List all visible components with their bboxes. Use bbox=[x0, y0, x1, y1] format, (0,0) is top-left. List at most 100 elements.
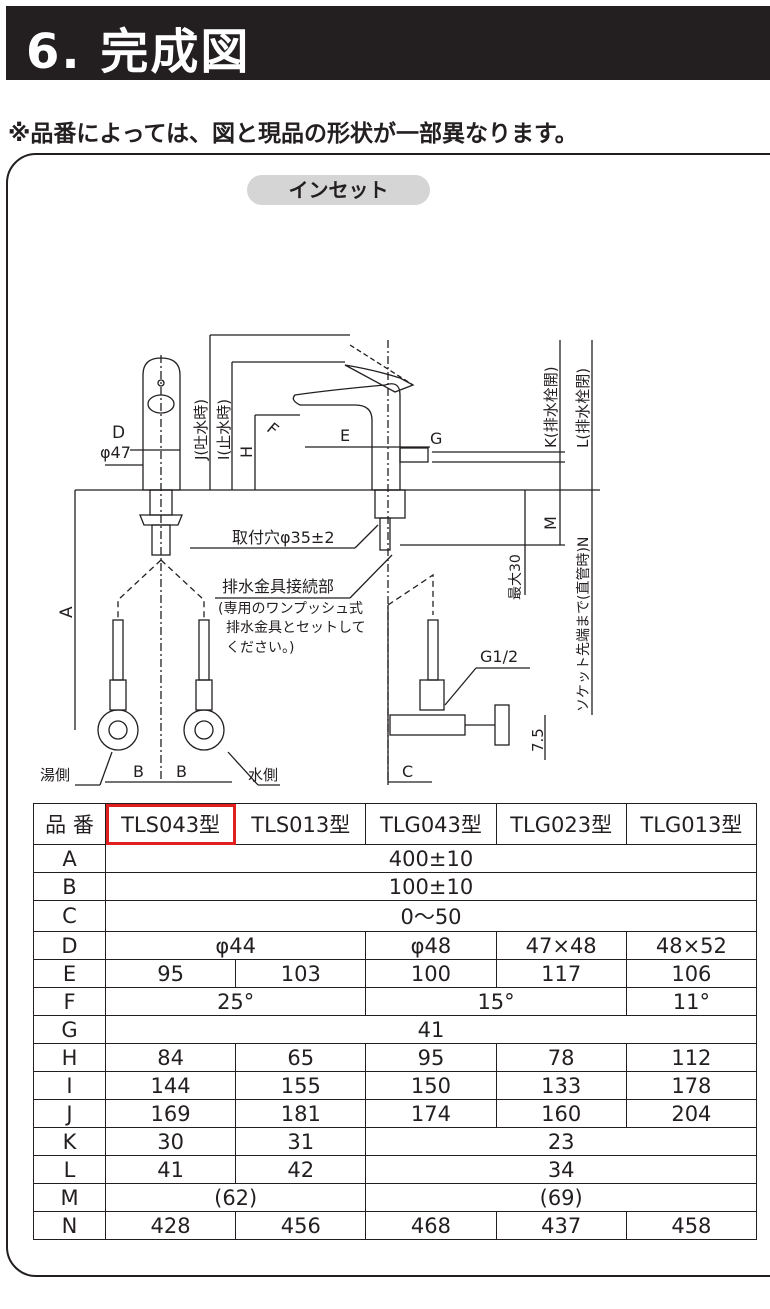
label-k: K(排水栓開) bbox=[542, 366, 560, 448]
label-cold-side: 水側 bbox=[248, 766, 278, 784]
label-b-left: B bbox=[133, 762, 144, 781]
label-c: C bbox=[402, 762, 413, 781]
label-g12: G1/2 bbox=[480, 647, 518, 666]
table-cell: 31 bbox=[235, 1127, 367, 1156]
table-cell: 155 bbox=[235, 1071, 367, 1100]
label-max30: 最大30 bbox=[508, 554, 524, 600]
table-cell: 15° bbox=[365, 987, 627, 1016]
faucet-front-view bbox=[139, 355, 183, 780]
row-key: D bbox=[33, 931, 106, 960]
label-7-5: 7.5 bbox=[529, 728, 547, 752]
row-key: C bbox=[33, 900, 106, 932]
label-d: D bbox=[112, 423, 125, 443]
label-n: ソケット先端まで(直管時)N bbox=[575, 537, 592, 712]
row-key: E bbox=[33, 959, 106, 988]
table-cell: 458 bbox=[625, 1211, 758, 1240]
table-cell: 103 bbox=[235, 959, 367, 988]
table-cell: 65 bbox=[235, 1043, 367, 1072]
label-drain-note-2: 排水金具とセットして bbox=[226, 620, 366, 636]
table-cell: 42 bbox=[235, 1155, 367, 1184]
table-cell: 174 bbox=[365, 1099, 497, 1128]
table-cell: 468 bbox=[365, 1211, 497, 1240]
label-drain-note-3: ください。) bbox=[226, 640, 294, 656]
label-drain-connection: 排水金具接続部 bbox=[222, 577, 334, 596]
supply-valves bbox=[97, 559, 510, 785]
inset-label: インセット bbox=[247, 175, 430, 205]
table-cell: 25° bbox=[104, 987, 367, 1016]
table-cell: 456 bbox=[235, 1211, 367, 1240]
row-key: J bbox=[33, 1099, 106, 1128]
label-m: M bbox=[541, 516, 560, 530]
table-cell: 204 bbox=[625, 1099, 758, 1128]
table-cell: 178 bbox=[625, 1071, 758, 1100]
row-key: A bbox=[33, 844, 106, 873]
faucet-side-view bbox=[292, 340, 565, 780]
row-key: B bbox=[33, 872, 106, 901]
section-header: 6. 完成図 bbox=[6, 6, 770, 80]
label-j: J(吐水時) bbox=[192, 399, 210, 461]
label-g: G bbox=[430, 429, 442, 448]
label-phi47: φ47 bbox=[100, 443, 131, 462]
dimension-lines bbox=[74, 334, 593, 786]
table-cell: 48×52 bbox=[625, 931, 758, 960]
table-cell: (69) bbox=[365, 1183, 757, 1212]
header-model: TLS013型 bbox=[235, 803, 367, 845]
table-cell: 133 bbox=[495, 1071, 627, 1100]
table-cell: 0〜50 bbox=[105, 900, 757, 932]
table-cell: 95 bbox=[365, 1043, 497, 1072]
disclaimer-note: ※品番によっては、図と現品の形状が一部異なります。 bbox=[8, 121, 578, 147]
table-cell: 437 bbox=[495, 1211, 627, 1240]
header-model-label: 品 番 bbox=[33, 803, 106, 845]
table-cell: 11° bbox=[625, 987, 758, 1016]
label-f: F bbox=[263, 419, 282, 439]
table-row: M(62)(69) bbox=[33, 1183, 757, 1212]
table-cell: 95 bbox=[104, 959, 237, 988]
table-cell: 144 bbox=[104, 1071, 237, 1100]
table-cell: 30 bbox=[104, 1127, 237, 1156]
header-model: TLG023型 bbox=[495, 803, 627, 845]
label-mount-hole: 取付穴φ35±2 bbox=[232, 528, 335, 547]
table-cell: 100±10 bbox=[105, 872, 757, 901]
table-cell: 169 bbox=[104, 1099, 237, 1128]
table-cell: 112 bbox=[625, 1043, 758, 1072]
header-model: TLG043型 bbox=[365, 803, 497, 845]
row-key: K bbox=[33, 1127, 106, 1156]
row-key: I bbox=[33, 1071, 106, 1100]
row-key: G bbox=[33, 1015, 106, 1044]
table-cell: 41 bbox=[104, 1155, 237, 1184]
table-cell: 106 bbox=[625, 959, 758, 988]
diagram-labels: D φ47 J(吐水時) I(止水時) H F E G K(排水栓開) L(排水… bbox=[40, 366, 592, 784]
table-cell: 428 bbox=[104, 1211, 237, 1240]
table-cell: 400±10 bbox=[105, 844, 757, 873]
table-cell: 100 bbox=[365, 959, 497, 988]
table-cell: φ48 bbox=[365, 931, 497, 960]
row-key: M bbox=[33, 1183, 106, 1212]
table-cell: 47×48 bbox=[495, 931, 627, 960]
table-cell: φ44 bbox=[104, 931, 367, 960]
figure-frame bbox=[6, 153, 770, 1277]
label-i: I(止水時) bbox=[215, 399, 233, 460]
table-cell: 78 bbox=[495, 1043, 627, 1072]
label-h: H bbox=[237, 446, 256, 458]
table-cell: 84 bbox=[104, 1043, 237, 1072]
label-b-right: B bbox=[176, 762, 187, 781]
faucet-dimension-diagram: D φ47 J(吐水時) I(止水時) H F E G K(排水栓開) L(排水… bbox=[40, 334, 600, 786]
section-title: 6. 完成図 bbox=[26, 24, 251, 80]
label-hot-side: 湯側 bbox=[40, 766, 70, 784]
label-l: L(排水栓閉) bbox=[574, 368, 592, 448]
table-cell: (62) bbox=[104, 1183, 367, 1212]
table-cell: 117 bbox=[495, 959, 627, 988]
